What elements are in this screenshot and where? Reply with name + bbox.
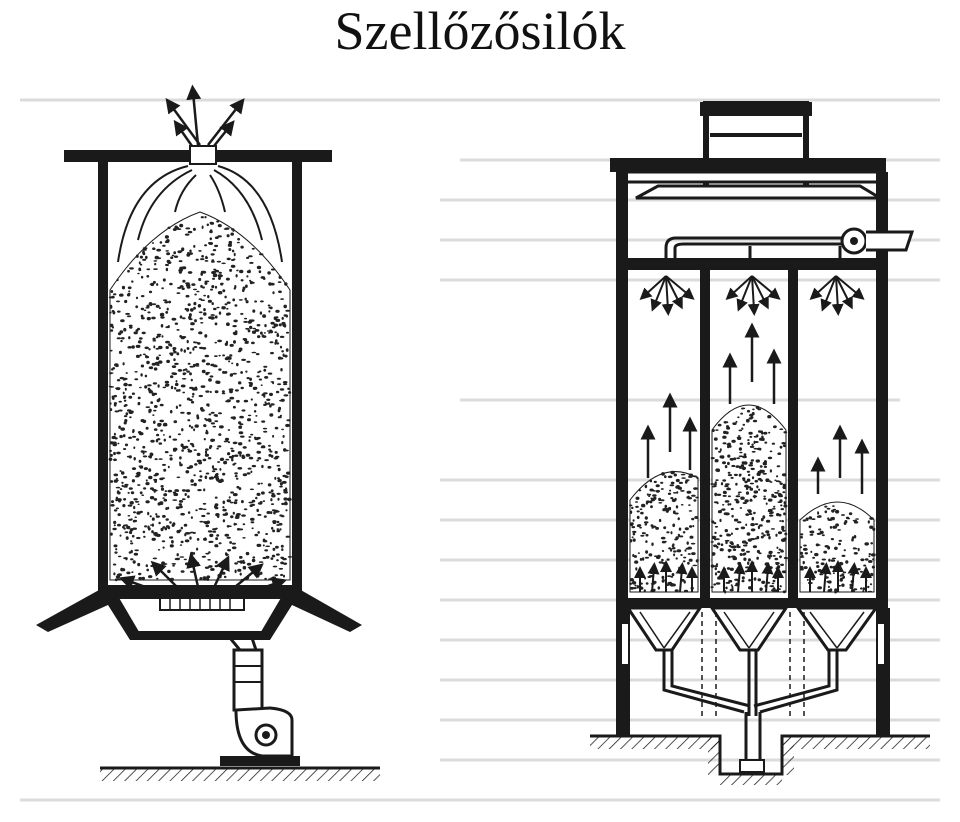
right-silo-fan-icon [840, 227, 915, 255]
left-silo-wall-left [98, 162, 108, 592]
left-silo-air-distributor [159, 597, 245, 611]
right-silo-wall-left [616, 172, 628, 602]
right-silo-ceiling [616, 258, 888, 270]
left-silo-inlet-arrows [118, 552, 288, 600]
left-silo-fan-icon [220, 706, 300, 766]
right-silo-foundation [590, 734, 930, 785]
page-title: Szellőzősilók [334, 1, 626, 61]
right-silo [590, 101, 930, 785]
right-silo-inlet-arrows [634, 560, 872, 593]
right-silo-roof [610, 158, 886, 172]
right-silo-partition-1 [700, 270, 710, 600]
right-silo-exhaust-arrows [640, 322, 870, 494]
left-silo-wall-right [292, 162, 302, 592]
left-silo-vent-outlet [189, 145, 217, 165]
left-silo [36, 84, 380, 781]
right-silo-partition-2 [788, 270, 798, 600]
right-silo-hoppers [625, 606, 879, 652]
right-silo-air-pipes [664, 236, 880, 258]
left-silo-exhaust-arrows [165, 84, 245, 147]
right-silo-nozzle-sprays [639, 275, 865, 316]
right-silo-duct-system [662, 650, 839, 760]
left-ground [100, 766, 380, 781]
left-silo-airflow-curves [117, 165, 283, 263]
right-silo-wall-right [876, 172, 888, 602]
left-silo-grain-dots [108, 216, 292, 582]
